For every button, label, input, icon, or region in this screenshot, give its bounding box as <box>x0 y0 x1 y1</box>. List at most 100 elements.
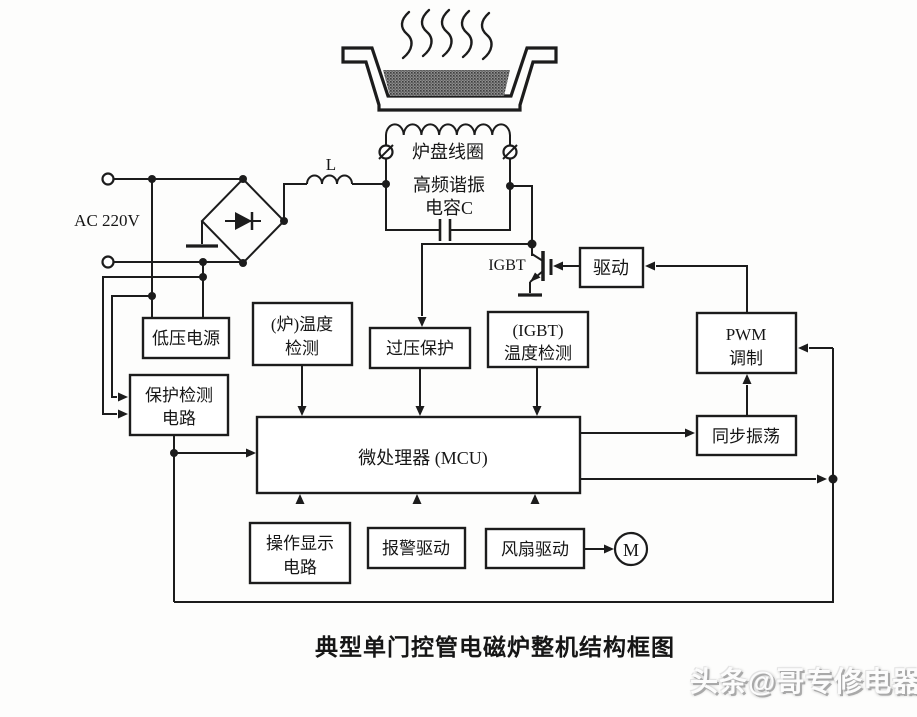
arrowhead-right <box>685 428 695 438</box>
steam-line <box>480 11 493 61</box>
igbt-emitter-arrow <box>530 272 541 282</box>
wire <box>656 265 748 313</box>
resonant-cap-label-line1: 高频谐振 <box>413 175 485 195</box>
ground-icon <box>186 221 218 248</box>
junction-dot <box>506 182 514 190</box>
arrowhead-down <box>417 317 427 327</box>
wire <box>102 276 203 415</box>
block-label: 检测 <box>285 339 319 358</box>
ac-voltage-label: AC 220V <box>74 211 140 230</box>
pot-contents <box>383 70 510 96</box>
block-label: 保护检测 <box>145 386 213 405</box>
wire <box>421 243 532 316</box>
wire <box>174 348 834 603</box>
junction-dot <box>170 449 178 457</box>
junction-dot <box>828 474 838 484</box>
arrowheads <box>118 261 827 554</box>
block-label: 操作显示 <box>266 534 334 553</box>
steam-lines <box>400 8 493 61</box>
block-label: 报警驱动 <box>382 539 450 558</box>
block-drive: 驱动 <box>578 246 645 289</box>
wire <box>111 295 152 398</box>
diode-icon <box>225 212 261 230</box>
arrowhead-up <box>530 494 540 504</box>
filter-inductor: L <box>306 155 353 185</box>
arrowhead-right <box>118 392 128 402</box>
igbt-collector-lead <box>531 253 544 262</box>
junction-dots <box>148 175 838 484</box>
arrowhead-right <box>118 409 128 419</box>
ac-terminal-icon <box>101 172 115 186</box>
block-label: PWM <box>726 325 767 344</box>
arrowhead-right <box>246 448 256 458</box>
circuit-wires <box>102 178 834 603</box>
arrowhead-down <box>415 406 425 416</box>
steam-line <box>460 9 473 59</box>
junction-dot <box>199 258 207 266</box>
ac-input: AC 220V <box>74 172 141 269</box>
steam-line <box>440 8 453 58</box>
connector-plug-icon <box>502 144 518 160</box>
block-label: 电路 <box>283 558 317 577</box>
bridge-rectifier <box>186 177 286 265</box>
block-fan-drive: 风扇驱动 <box>484 527 586 570</box>
arrowhead-down <box>532 406 542 416</box>
arrowhead-right <box>604 544 614 554</box>
pot-illustration <box>341 8 558 112</box>
inductor-label: L <box>326 155 336 174</box>
igbt-symbol: IGBT <box>488 251 553 297</box>
arrowhead-up <box>295 494 305 504</box>
tank-right-wire <box>450 135 511 231</box>
block-igbt-temp-detect: (IGBT) 温度检测 <box>486 310 590 369</box>
inductor-coil-symbol <box>306 174 353 185</box>
block-overvoltage-protect: 过压保护 <box>368 326 472 370</box>
motor-circle-icon <box>613 531 649 567</box>
cooktop-coil-symbol <box>385 123 511 136</box>
resonant-cap-label-line2: 电容C <box>425 198 473 218</box>
block-protection-detect: 保护检测 电路 <box>128 373 230 437</box>
resonant-tank: 炉盘线圈 高频谐振 电容C <box>378 123 518 241</box>
arrowhead-left <box>645 261 655 271</box>
block-operation-display: 操作显示 电路 <box>248 521 352 585</box>
fan-motor: M <box>613 531 649 567</box>
junction-dot <box>382 180 390 188</box>
connector-plug-icon <box>378 144 394 160</box>
block-stove-temp-detect: (炉)温度 检测 <box>251 301 354 367</box>
wire <box>510 185 533 256</box>
arrowhead-up <box>742 374 752 384</box>
arrowhead-down <box>297 406 307 416</box>
junction-dot <box>527 239 537 249</box>
block-label: 电路 <box>162 409 196 428</box>
igbt-label: IGBT <box>488 257 526 274</box>
motor-label: M <box>623 540 639 560</box>
junction-dot <box>239 259 247 267</box>
arrowhead-up <box>412 494 422 504</box>
block-label: 温度检测 <box>504 344 572 363</box>
ac-terminal-icon <box>101 255 115 269</box>
block-label: 驱动 <box>593 258 629 278</box>
block-label: 风扇驱动 <box>501 540 569 559</box>
junction-dot <box>148 292 156 300</box>
junction-dot <box>148 175 156 183</box>
block-alarm-drive: 报警驱动 <box>366 526 467 570</box>
steam-line <box>400 10 413 60</box>
block-pwm-modulation: PWM 调制 <box>695 311 798 375</box>
arrowhead-left <box>553 261 563 271</box>
junction-dot <box>239 175 247 183</box>
junction-dot <box>199 273 207 281</box>
junction-dot <box>280 217 288 225</box>
block-label: 调制 <box>729 349 763 368</box>
block-label: (炉)温度 <box>271 315 333 334</box>
coil-label: 炉盘线圈 <box>412 142 484 162</box>
wire <box>283 183 307 221</box>
block-label: 过压保护 <box>386 339 454 358</box>
diagram-caption: 典型单门控管电磁炉整机结构框图 <box>315 634 675 660</box>
block-label: (IGBT) <box>513 321 564 340</box>
arrowhead-left <box>798 343 808 353</box>
block-label: 同步振荡 <box>712 427 780 446</box>
tank-left-wire <box>385 135 440 231</box>
block-mcu: 微处理器 (MCU) <box>255 415 582 495</box>
watermark: 头条@哥专修电器 <box>690 666 917 697</box>
